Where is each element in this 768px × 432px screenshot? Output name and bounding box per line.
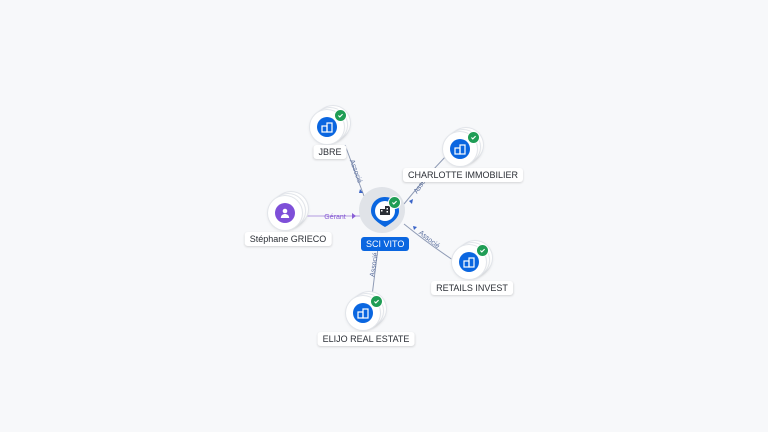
node-label-stephane: Stéphane GRIECO xyxy=(244,232,332,246)
edge-retails xyxy=(403,223,457,263)
node-jbre[interactable] xyxy=(310,106,350,150)
verified-check-icon xyxy=(334,109,347,122)
arrow-jbre xyxy=(359,189,363,193)
node-label-elijo: ELIJO REAL ESTATE xyxy=(317,332,415,346)
edge-label-elijo: Associé xyxy=(369,252,379,277)
node-retails[interactable] xyxy=(452,241,492,285)
edge-label-jbre: Associé xyxy=(348,159,363,185)
arrow-charlotte xyxy=(409,199,413,204)
building-icon xyxy=(459,252,479,272)
person-icon xyxy=(275,203,295,223)
verified-check-icon xyxy=(370,295,383,308)
arrow-stephane xyxy=(352,213,356,219)
edge-jbre xyxy=(344,144,365,197)
node-charlotte[interactable] xyxy=(443,128,483,172)
verified-check-icon xyxy=(476,244,489,257)
building-icon xyxy=(317,117,337,137)
edge-label-retails: Associé xyxy=(417,230,441,251)
node-label-retails: RETAILS INVEST xyxy=(431,281,513,295)
building-icon xyxy=(353,303,373,323)
center-node[interactable] xyxy=(359,187,405,233)
edge-elijo xyxy=(371,247,379,297)
verified-check-icon xyxy=(467,131,480,144)
building-icon xyxy=(450,139,470,159)
center-label[interactable]: SCI VITO xyxy=(361,237,410,251)
verified-check-icon xyxy=(388,196,401,209)
node-stephane[interactable] xyxy=(268,192,308,236)
node-label-charlotte: CHARLOTTE IMMOBILIER xyxy=(402,168,524,182)
arrow-retails xyxy=(413,226,417,230)
building-pin-icon xyxy=(371,197,399,227)
node-label-jbre: JBRE xyxy=(313,145,347,159)
node-elijo[interactable] xyxy=(346,292,386,336)
edge-label-stephane: Gérant xyxy=(324,214,345,221)
